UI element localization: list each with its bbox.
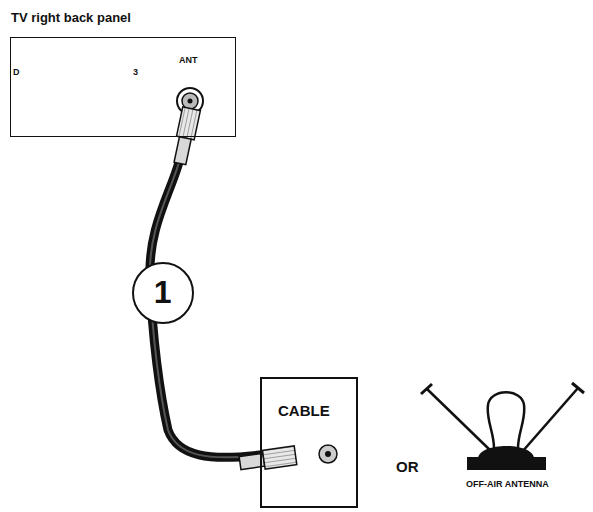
- node-heading: CABLE: [278, 403, 330, 420]
- port-label: ANT: [179, 56, 198, 66]
- cable-outlet-box: CABLE: [260, 377, 358, 508]
- antenna-label: OFF-AIR ANTENNA: [466, 480, 549, 490]
- tv-back-panel: TV right back panelD3ANT: [10, 37, 236, 137]
- antenna-drawing: [421, 383, 584, 470]
- cable-jack: [319, 445, 337, 463]
- callout-number: 1: [132, 262, 194, 324]
- node-heading: TV right back panel: [11, 11, 131, 25]
- port-label: 3: [133, 68, 138, 78]
- f-plug-bottom: [239, 446, 297, 473]
- or-label: OR: [396, 459, 419, 476]
- port-label: D: [13, 68, 20, 78]
